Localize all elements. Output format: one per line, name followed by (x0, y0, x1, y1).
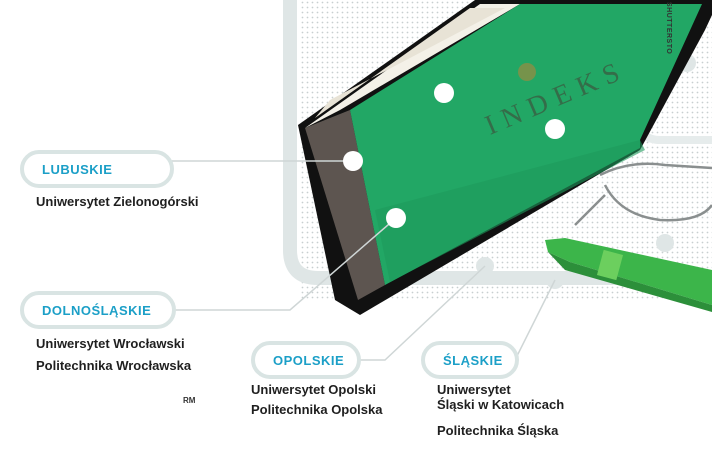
index-book: INDEKS (298, 0, 712, 315)
green-pen (545, 238, 712, 312)
university-politechnika-wroclawska: Politechnika Wrocławska (36, 358, 192, 373)
region-dolnoslaskie: DOLNOŚLĄSKIE (20, 291, 176, 329)
connector-lines (170, 160, 556, 361)
panel-frame (283, 0, 712, 285)
university-zielonogorski: Uniwersytet Zielonogórski (36, 194, 199, 209)
university-opolski: Uniwersytet Opolski (251, 382, 376, 397)
region-slaskie: ŚLĄSKIE (421, 341, 519, 379)
region-opolskie: OPOLSKIE (251, 341, 361, 379)
callout-dots (343, 83, 565, 228)
glasses (574, 162, 712, 226)
photo-credit: SHUTTERSTO (665, 2, 672, 55)
university-politechnika-opolska: Politechnika Opolska (251, 402, 383, 417)
university-wroclawski: Uniwersytet Wrocławski (36, 336, 185, 351)
region-lubuskie: LUBUSKIE (20, 150, 174, 188)
university-slaski-line1: Uniwersytet (437, 382, 511, 397)
author-signature: RM (183, 396, 196, 405)
emblem-icon (518, 63, 536, 81)
university-politechnika-slaska: Politechnika Śląska (437, 423, 559, 438)
university-slaski-line2: Śląski w Katowicach (437, 397, 565, 412)
